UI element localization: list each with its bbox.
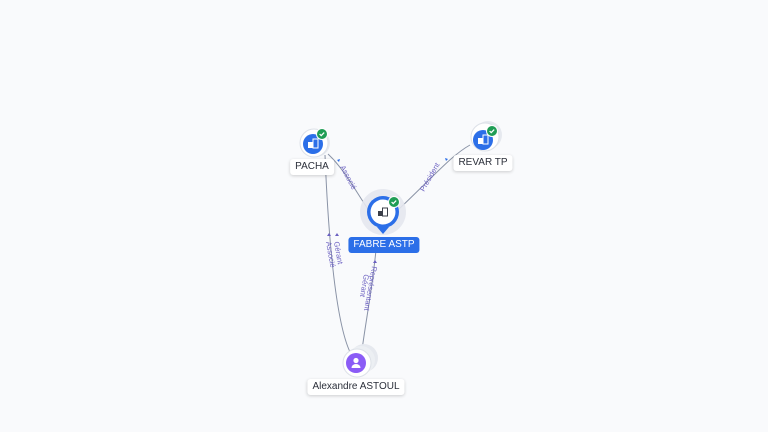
edge-arrow [337,159,340,162]
node-revar-tp[interactable] [470,121,502,152]
edge-label-associe: Associé [324,241,337,268]
edge-arrow [327,233,331,236]
building-icon [308,138,319,149]
node-pacha[interactable] [299,128,330,158]
focus-pin [377,227,389,234]
edge-arrow [373,260,377,263]
building-icon [478,134,489,145]
node-label-revar-tp[interactable]: REVAR TP [453,155,513,171]
edge-label-gerant: Gérant [332,241,345,266]
edge-label-president: Président [418,160,442,193]
node-label-alexandre-astoul[interactable]: Alexandre ASTOUL [307,379,405,395]
edge-label-gerant: Gérant [358,274,371,299]
edge-alexandre-pacha[interactable]: Gérant Associé [324,154,351,353]
node-label-fabre-astp[interactable]: FABRE ASTP [348,237,420,253]
node-alexandre-astoul[interactable] [342,344,378,378]
edge-label-associe: Associé [338,164,358,191]
edge-arrow [445,158,448,161]
edge-alexandre-fabre[interactable]: Gérant Représentant [358,249,379,351]
node-fabre-astp[interactable] [360,189,406,235]
building-icon [378,207,388,217]
node-label-pacha[interactable]: PACHA [290,159,334,175]
person-icon [351,357,361,368]
edge-arrow [335,233,339,236]
